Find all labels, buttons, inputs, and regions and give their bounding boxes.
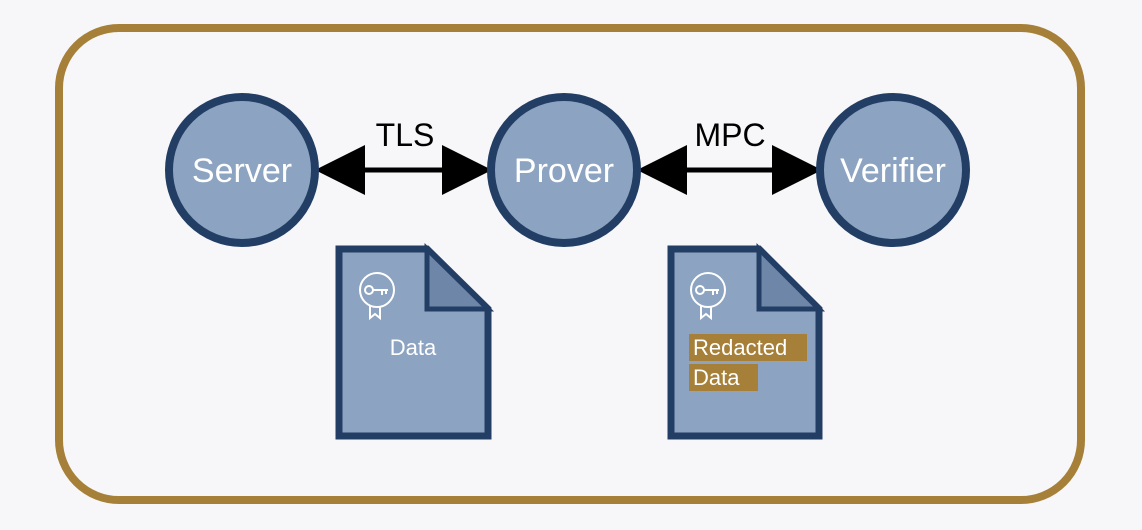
prover-label: Prover — [514, 152, 614, 190]
redacted-label-line1: Redacted — [693, 335, 787, 360]
data-document-label: Data — [390, 335, 437, 360]
certificate-key-icon — [359, 272, 395, 321]
server-label: Server — [192, 152, 292, 190]
redacted-data-document: Redacted Data — [667, 242, 826, 440]
mpc-label: MPC — [694, 117, 765, 153]
server-node: Server — [165, 93, 319, 247]
verifier-node: Verifier — [816, 93, 970, 247]
redacted-label-line2: Data — [693, 365, 740, 390]
certificate-key-icon — [690, 272, 726, 321]
data-document: Data — [335, 243, 495, 440]
prover-node: Prover — [487, 93, 641, 247]
tls-label: TLS — [376, 117, 435, 153]
redaction-highlight-line2 — [689, 364, 758, 391]
redaction-highlight-line1 — [689, 334, 807, 361]
verifier-label: Verifier — [840, 152, 946, 190]
